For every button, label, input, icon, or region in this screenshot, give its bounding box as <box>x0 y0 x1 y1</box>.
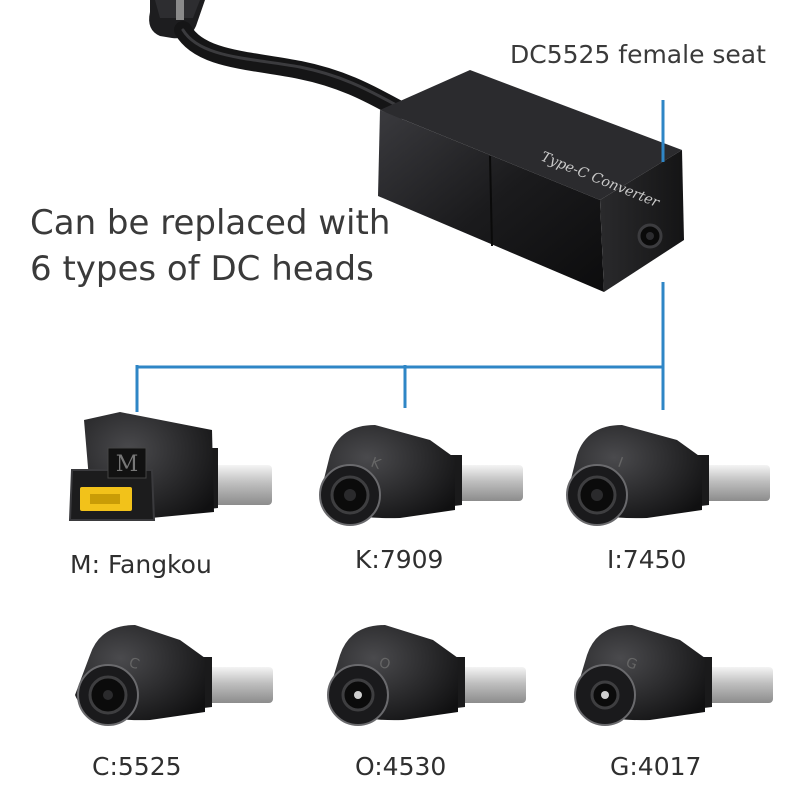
head-mark-o: O <box>377 655 393 674</box>
converter-box: Type-C Converter <box>378 70 684 292</box>
dc-head-c: C <box>75 625 273 726</box>
dc-head-k: K <box>319 425 523 526</box>
headline: Can be replaced with 6 types of DC heads <box>30 200 390 292</box>
headline-line-1: Can be replaced with <box>30 203 391 243</box>
label-head-m: M: Fangkou <box>70 550 212 579</box>
head-mark-i: I <box>616 455 625 471</box>
label-head-i: I:7450 <box>607 545 687 574</box>
dc-head-i: I <box>566 425 770 526</box>
dc-head-o: O <box>327 625 526 726</box>
label-head-o: O:4530 <box>355 752 447 781</box>
headline-line-2: 6 types of DC heads <box>30 249 374 289</box>
dc-head-m: M <box>68 412 272 521</box>
seat-label: DC5525 female seat <box>510 40 766 69</box>
label-head-g: G:4017 <box>610 752 702 781</box>
connector-lines <box>135 100 665 412</box>
head-mark-g: G <box>624 655 640 674</box>
label-head-c: C:5525 <box>92 752 182 781</box>
cable <box>174 21 409 119</box>
head-mark-m: M <box>116 452 139 477</box>
dc-head-g: G <box>574 625 773 726</box>
label-head-k: K:7909 <box>355 545 444 574</box>
